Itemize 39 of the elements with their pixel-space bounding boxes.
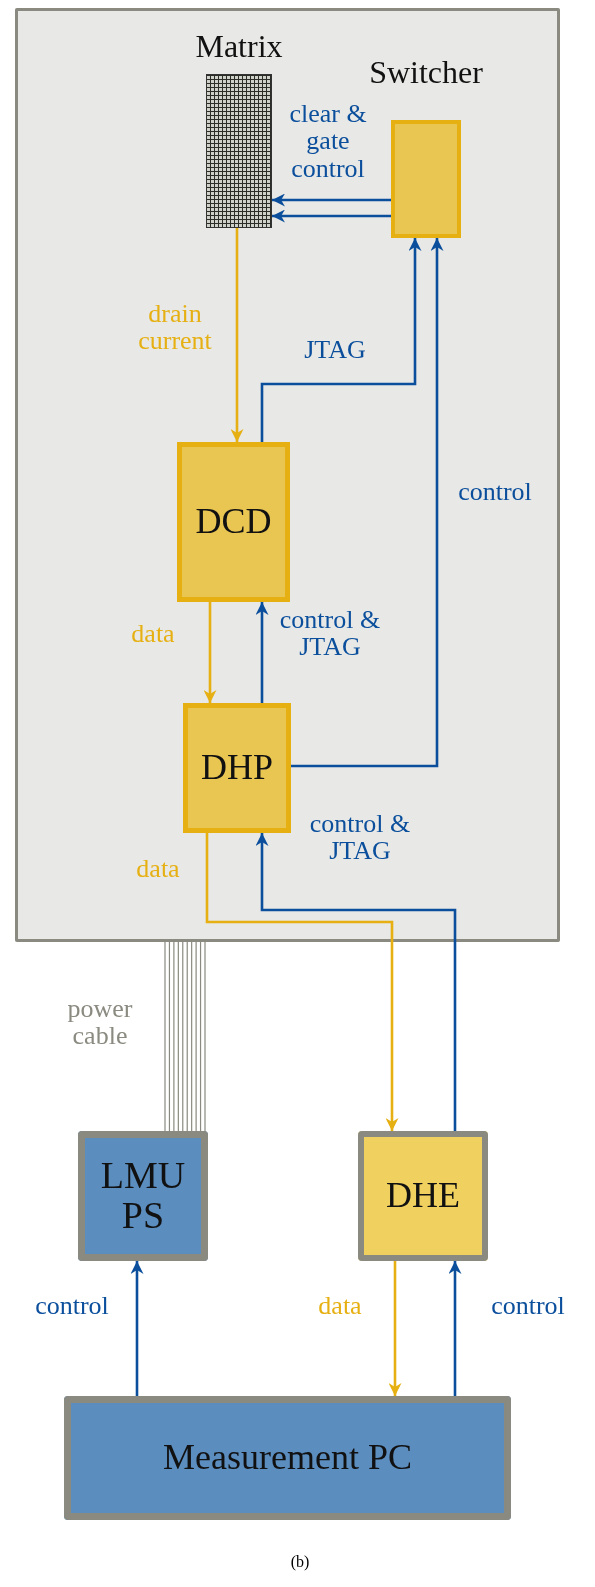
component-label: DHE [386, 1177, 460, 1215]
arrow [255, 602, 269, 703]
arrow [448, 1261, 462, 1396]
arrow [205, 833, 399, 1131]
arrow [130, 1261, 144, 1396]
edge-label: data [317, 1292, 363, 1320]
edge-label: JTAG [303, 336, 367, 364]
arrow [203, 602, 217, 703]
chip-box [183, 703, 291, 833]
arrow [260, 238, 422, 442]
edge-label: control [490, 1292, 566, 1320]
arrow [272, 209, 391, 223]
edge-label: data [135, 855, 181, 883]
component-label: LMU PS [99, 1156, 187, 1236]
arrow [230, 228, 244, 442]
edge-label: control & JTAG [308, 810, 412, 865]
edge-label: control [34, 1292, 110, 1320]
component-label: DCD [195, 503, 272, 541]
arrow [388, 1261, 402, 1396]
edge-label: data [130, 620, 176, 648]
edge-label: clear & gate control [288, 100, 368, 182]
arrow [255, 833, 457, 1131]
caption: (b) [289, 1553, 311, 1571]
component-title: Switcher [369, 54, 483, 91]
edge-label: drain current [137, 300, 213, 355]
chip-box [177, 442, 290, 602]
device-box [358, 1131, 488, 1261]
component-label: Measurement PC [163, 1439, 412, 1477]
cable-bundle [164, 941, 206, 1132]
edge-label: control & JTAG [278, 606, 382, 661]
edge-label: power cable [66, 995, 134, 1050]
component-title: Matrix [195, 28, 283, 65]
component-label: DHP [201, 749, 273, 787]
arrow [291, 238, 444, 768]
arrow [272, 193, 391, 207]
edge-label: control [457, 478, 533, 506]
device-box [64, 1396, 511, 1520]
enclosure-panel [15, 8, 560, 942]
device-box [78, 1131, 208, 1261]
